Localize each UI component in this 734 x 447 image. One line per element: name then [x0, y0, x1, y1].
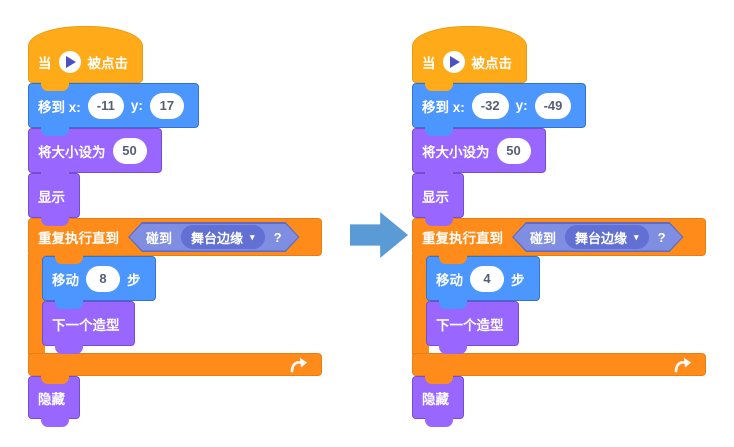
size-input[interactable]: 50 — [496, 137, 531, 164]
play-icon — [442, 51, 465, 73]
y-input[interactable]: -49 — [534, 92, 572, 119]
repeat-bottom-arm[interactable] — [28, 353, 322, 384]
x-input[interactable]: -32 — [471, 92, 509, 119]
touching-condition-block[interactable]: 碰到 舞台边缘 ▾ ? — [128, 222, 300, 252]
move-steps-block[interactable]: 移动 4 步 — [426, 256, 540, 309]
steps-input[interactable]: 4 — [470, 265, 504, 292]
touching-label: 碰到 — [530, 230, 557, 246]
set-size-label: 将大小设为 — [38, 144, 106, 160]
edge-dropdown[interactable]: 舞台边缘 ▾ — [181, 225, 265, 249]
hat-label-suffix: 被点击 — [87, 56, 129, 71]
edge-dropdown-value: 舞台边缘 — [575, 230, 628, 246]
loop-arrow-icon — [288, 357, 308, 373]
y-input[interactable]: 17 — [149, 92, 184, 119]
move-to-xy-block[interactable]: 移到 x: -11 y: 17 — [28, 83, 199, 136]
x-input[interactable]: -11 — [87, 92, 124, 119]
next-costume-label: 下一个造型 — [52, 317, 120, 333]
show-label: 显示 — [38, 189, 65, 205]
y-label: y: — [515, 98, 528, 113]
hide-label: 隐藏 — [422, 391, 449, 407]
repeat-body: 移动 8 步 下一个造型 — [28, 254, 322, 355]
right-arrow-icon — [350, 212, 408, 258]
set-size-label: 将大小设为 — [422, 144, 490, 160]
touching-label: 碰到 — [146, 230, 173, 246]
repeat-until-label: 重复执行直到 — [38, 231, 119, 246]
play-icon — [58, 51, 81, 73]
steps-label: 步 — [127, 272, 141, 288]
script-stack-left: 当 被点击 移到 x: -11 y: 17 将大小设为 50 显示 重复执行直到… — [28, 26, 322, 427]
question-mark-label: ? — [273, 229, 282, 245]
repeat-bottom-arm[interactable] — [412, 353, 706, 384]
edge-dropdown[interactable]: 舞台边缘 ▾ — [565, 225, 649, 249]
y-label: y: — [130, 98, 143, 113]
chevron-down-icon: ▾ — [634, 231, 639, 242]
next-costume-label: 下一个造型 — [436, 317, 504, 333]
repeat-body: 移动 4 步 下一个造型 — [412, 254, 706, 355]
move-to-label: 移到 x: — [422, 99, 465, 115]
hat-label-suffix: 被点击 — [471, 56, 513, 71]
hat-label-prefix: 当 — [422, 56, 436, 71]
next-costume-block[interactable]: 下一个造型 — [42, 301, 135, 354]
edge-dropdown-value: 舞台边缘 — [191, 230, 244, 246]
move-label: 移动 — [436, 272, 463, 288]
touching-condition-block[interactable]: 碰到 舞台边缘 ▾ ? — [512, 222, 684, 252]
move-to-label: 移到 x: — [38, 99, 81, 115]
hat-label-prefix: 当 — [38, 56, 52, 71]
next-costume-block[interactable]: 下一个造型 — [426, 301, 519, 354]
hide-label: 隐藏 — [38, 391, 65, 407]
hide-block[interactable]: 隐藏 — [412, 376, 464, 427]
question-mark-label: ? — [657, 229, 666, 245]
steps-input[interactable]: 8 — [86, 265, 120, 292]
chevron-down-icon: ▾ — [250, 231, 255, 242]
repeat-until-block[interactable]: 重复执行直到 碰到 舞台边缘 ▾ ? — [28, 218, 322, 264]
steps-label: 步 — [511, 272, 525, 288]
loop-arrow-icon — [672, 357, 692, 373]
size-input[interactable]: 50 — [112, 137, 147, 164]
move-label: 移动 — [52, 272, 79, 288]
when-clicked-hat-block[interactable]: 当 被点击 — [412, 26, 527, 91]
when-clicked-hat-block[interactable]: 当 被点击 — [28, 26, 143, 91]
script-stack-right: 当 被点击 移到 x: -32 y: -49 将大小设为 50 显示 重复执行直… — [412, 26, 706, 427]
repeat-until-block[interactable]: 重复执行直到 碰到 舞台边缘 ▾ ? — [412, 218, 706, 264]
show-label: 显示 — [422, 189, 449, 205]
repeat-until-label: 重复执行直到 — [422, 231, 503, 246]
